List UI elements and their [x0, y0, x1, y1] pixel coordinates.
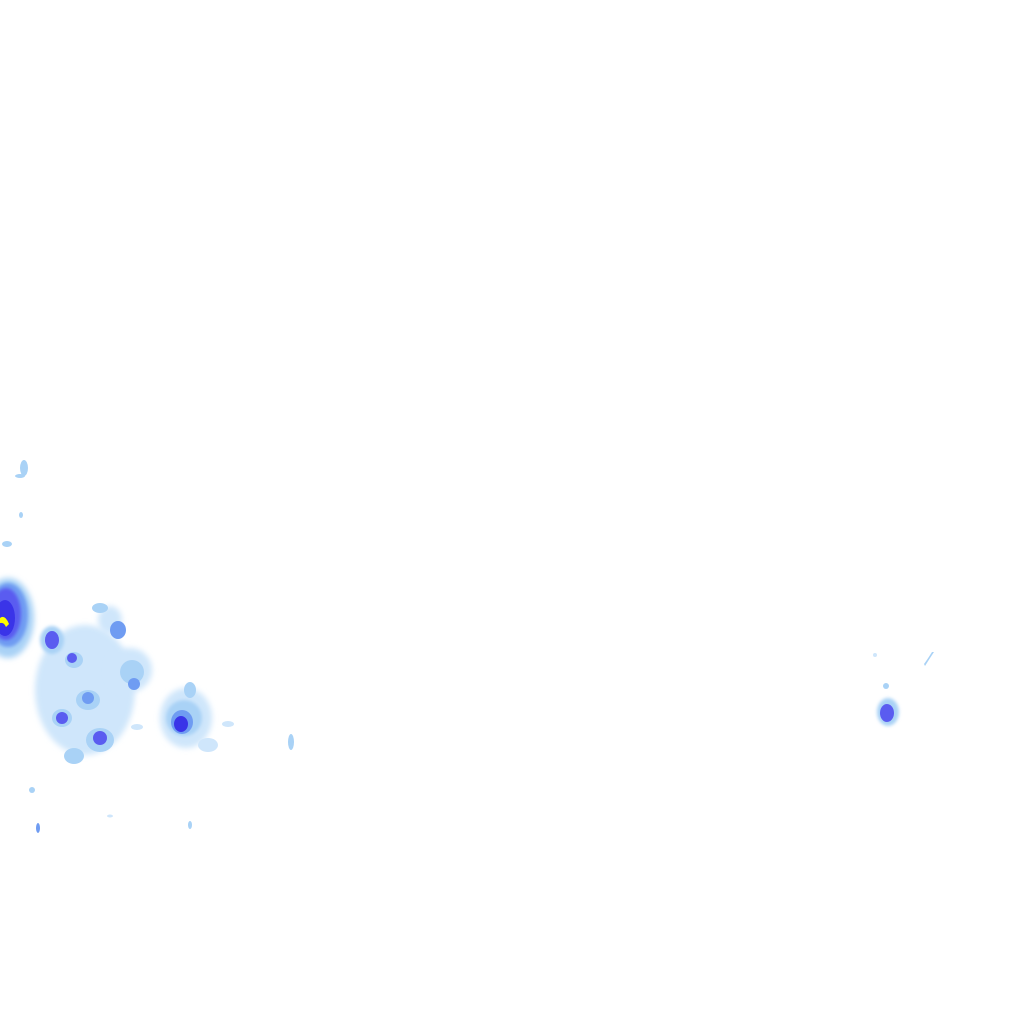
strong-cell-west	[0, 578, 34, 658]
cell-south-central	[160, 682, 234, 752]
cluster-southwest	[35, 603, 152, 764]
isolated-cell-east	[873, 652, 934, 726]
scattered-light-echoes	[2, 460, 294, 833]
extreme-core	[0, 616, 9, 627]
